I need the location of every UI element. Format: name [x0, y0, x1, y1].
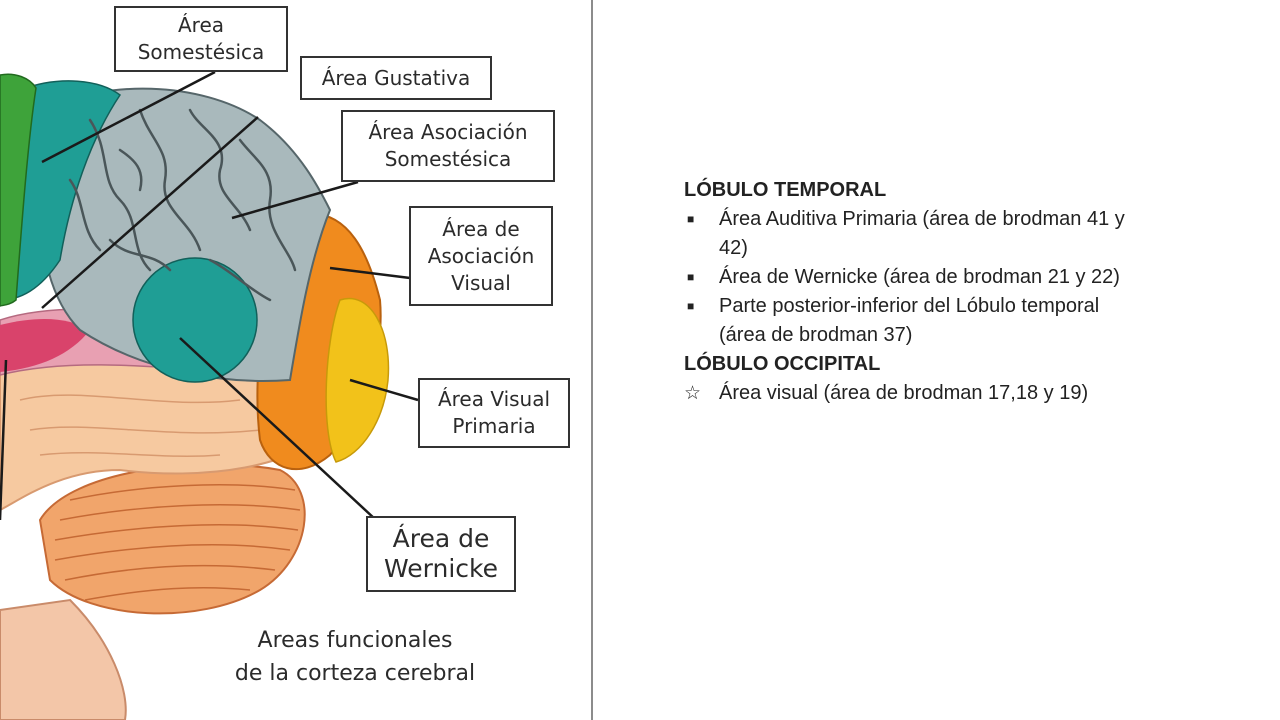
list-item: ■ Área de Wernicke (área de brodman 21 y …	[684, 263, 1134, 292]
list-item: ☆ Área visual (área de brodman 17,18 y 19…	[684, 379, 1134, 408]
label-line: Área Asociación	[368, 120, 528, 144]
list-item-text: Parte posterior-inferior del Lóbulo temp…	[719, 295, 1100, 346]
label-area-somestesica: Área Somestésica	[114, 6, 288, 72]
caption-line: de la corteza cerebral	[234, 661, 476, 686]
vertical-divider	[591, 0, 593, 720]
lobe-notes: LÓBULO TEMPORAL ■ Área Auditiva Primaria …	[684, 176, 1134, 408]
label-line: Asociación	[427, 243, 535, 268]
heading-lobulo-occipital: LÓBULO OCCIPITAL	[684, 353, 881, 375]
list-item-text: Área Auditiva Primaria (área de brodman …	[719, 208, 1125, 259]
brain-diagram: Área Somestésica Área Gustativa Área Aso…	[0, 0, 592, 720]
green-frontal	[0, 73, 37, 307]
label-area-visual-primaria: Área Visual Primaria	[418, 378, 570, 448]
occipital-yellow	[325, 297, 390, 463]
heading-lobulo-temporal: LÓBULO TEMPORAL	[684, 179, 887, 201]
label-line: Área de	[392, 524, 490, 553]
label-area-asociacion-visual: Área de Asociación Visual	[409, 206, 553, 306]
caption-line: Areas funcionales	[257, 628, 453, 653]
star-bullet-icon: ☆	[684, 383, 702, 404]
square-bullet-icon: ■	[687, 270, 695, 284]
label-line: Somestésica	[384, 147, 512, 171]
label-line: Wernicke	[384, 554, 498, 583]
label-area-asociacion-somestesica: Área Asociación Somestésica	[341, 110, 555, 182]
label-area-gustativa: Área Gustativa	[300, 56, 492, 100]
square-bullet-icon: ■	[687, 212, 695, 226]
label-line: Visual	[451, 270, 511, 295]
label-line: Somestésica	[137, 40, 265, 64]
list-item: ■ Parte posterior-inferior del Lóbulo tem…	[684, 292, 1134, 350]
brainstem	[0, 598, 127, 720]
temporal-list: ■ Área Auditiva Primaria (área de brodman…	[684, 205, 1134, 350]
list-item-text: Área de Wernicke (área de brodman 21 y 2…	[719, 266, 1120, 288]
label-line: Área Visual	[437, 387, 551, 411]
label-area-wernicke: Área de Wernicke	[366, 516, 516, 592]
label-line: Área	[177, 13, 225, 37]
list-item: ■ Área Auditiva Primaria (área de brodman…	[684, 205, 1134, 263]
label-line: Área de	[442, 216, 520, 241]
list-item-text: Área visual (área de brodman 17,18 y 19)	[719, 382, 1089, 404]
diagram-caption: Areas funcionales de la corteza cerebral	[190, 624, 520, 690]
label-line: Área Gustativa	[321, 65, 471, 90]
label-line: Primaria	[452, 414, 536, 438]
brain-illustration	[0, 70, 419, 720]
square-bullet-icon: ■	[687, 299, 695, 313]
occipital-list: ☆ Área visual (área de brodman 17,18 y 19…	[684, 379, 1134, 408]
teal-circle	[132, 257, 258, 383]
